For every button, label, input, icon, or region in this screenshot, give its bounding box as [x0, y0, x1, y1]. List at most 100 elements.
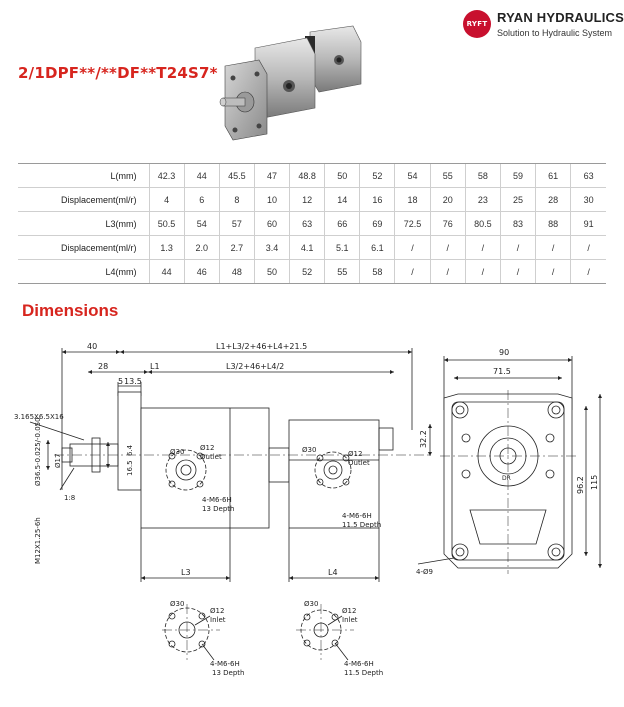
table-cell: / — [535, 235, 571, 260]
table-cell: 88 — [535, 211, 571, 236]
dim-shaft: Ø36.5-0.025/-0.050 — [34, 417, 42, 486]
side-view: 40 L1+L3/2+46+L4+21.5 28 L1 L3/2+46+L4/2… — [14, 342, 430, 582]
rear-d30: Ø30 — [302, 446, 316, 454]
side-32-2: 32.2 — [419, 430, 428, 448]
brand-name: RYAN HYDRAULICS — [497, 10, 624, 25]
inlet2-depth: 11.5 Depth — [344, 669, 383, 677]
table-cell: 14 — [324, 187, 360, 212]
table-cell: 60 — [253, 211, 290, 236]
table-cell: 52 — [289, 259, 325, 284]
table-cell: 91 — [570, 211, 606, 236]
dim-l1: L1 — [150, 362, 160, 371]
table-cell: 58 — [464, 163, 501, 188]
rear-outlet: Outlet — [348, 459, 370, 467]
table-cell: 48.8 — [289, 163, 325, 188]
dimension-drawing: 40 L1+L3/2+46+L4+21.5 28 L1 L3/2+46+L4/2… — [14, 342, 602, 677]
table-cell: / — [464, 259, 501, 284]
front-outlet: Outlet — [200, 453, 222, 461]
table-cell: 63 — [570, 163, 606, 188]
table-cell: / — [394, 235, 431, 260]
dim-13-5: 13.5 — [124, 377, 142, 386]
table-cell: 55 — [429, 163, 466, 188]
table-cell: 42.3 — [148, 163, 185, 188]
table-cell: 28 — [535, 187, 571, 212]
table-cell: 83 — [499, 211, 536, 236]
table-cell: / — [535, 259, 571, 284]
side-96-2: 96.2 — [576, 476, 585, 494]
table-cell: 72.5 — [394, 211, 431, 236]
table-cell: 8 — [218, 187, 255, 212]
table-cell: 23 — [464, 187, 501, 212]
inlet2-d12: Ø12 — [342, 607, 356, 615]
table-cell: 52 — [359, 163, 395, 188]
table-cell: 63 — [289, 211, 325, 236]
front-depth: 13 Depth — [202, 505, 234, 513]
inlet-detail-rear: Ø30 Ø12 Inlet 4-M6-6H 11.5 Depth — [296, 600, 383, 677]
front-view: 90 71.5 32.2 96.2 115 4-Ø9 DR — [416, 348, 602, 576]
table-cell: 1.3 — [148, 235, 185, 260]
logo-text: RYFT — [466, 20, 488, 28]
table-cell: 6.1 — [359, 235, 395, 260]
row-label: L(mm) — [18, 163, 149, 188]
table-cell: 25 — [499, 187, 536, 212]
table-cell: 66 — [324, 211, 360, 236]
dim-key: 3.165X6.5X16 — [14, 413, 64, 421]
dim-total: L1+L3/2+46+L4+21.5 — [216, 342, 307, 351]
table-cell: / — [499, 235, 536, 260]
table-cell: 61 — [535, 163, 571, 188]
model-code: 2/1DPF**/**DF**T24S7* — [18, 64, 218, 82]
table-cell: / — [570, 235, 606, 260]
table-cell: 50.5 — [148, 211, 185, 236]
table-cell: 45.5 — [218, 163, 255, 188]
table-cell: 57 — [218, 211, 255, 236]
front-d30: Ø30 — [170, 448, 184, 456]
table-cell: 47 — [253, 163, 290, 188]
inlet1-d12: Ø12 — [210, 607, 224, 615]
inlet1-d30: Ø30 — [170, 600, 184, 608]
dim-taper: 1:8 — [64, 494, 75, 502]
table-cell: 4 — [148, 187, 185, 212]
table-cell: 5.1 — [324, 235, 360, 260]
table-cell: 50 — [324, 163, 360, 188]
table-cell: 10 — [253, 187, 290, 212]
table-cell: / — [429, 259, 466, 284]
table-cell: 59 — [499, 163, 536, 188]
dim-thread: M12X1.25-6h — [34, 517, 42, 564]
table-cell: 44 — [148, 259, 185, 284]
rear-screw: 4-M6-6H — [342, 512, 372, 520]
table-cell: 2.7 — [218, 235, 255, 260]
table-cell: 54 — [183, 211, 220, 236]
table-cell: / — [429, 235, 466, 260]
dim-l4: L4 — [328, 568, 338, 577]
dim-6-4: 6.4 — [126, 444, 134, 456]
table-cell: 50 — [253, 259, 290, 284]
front-screw: 4-M6-6H — [202, 496, 232, 504]
side-115: 115 — [590, 475, 599, 490]
row-label: Displacement(ml/r) — [18, 187, 149, 212]
table-cell: 69 — [359, 211, 395, 236]
row-label: L4(mm) — [18, 259, 149, 284]
table-cell: 58 — [359, 259, 395, 284]
inlet-detail-front: Ø30 Ø12 Inlet 4-M6-6H 13 Depth — [162, 600, 244, 677]
table-cell: / — [499, 259, 536, 284]
table-cell: 55 — [324, 259, 360, 284]
row-label: Displacement(ml/r) — [18, 235, 149, 260]
table-cell: 46 — [183, 259, 220, 284]
dim-40: 40 — [87, 342, 97, 351]
table-cell: 44 — [183, 163, 220, 188]
table-cell: 18 — [394, 187, 431, 212]
table-cell: 4.1 — [289, 235, 325, 260]
table-cell: 80.5 — [464, 211, 501, 236]
dim-16-5: 16.5 — [126, 460, 134, 476]
inlet2-d30: Ø30 — [304, 600, 318, 608]
dim-17: Ø17 — [54, 454, 62, 468]
inlet1-label: Inlet — [210, 616, 226, 624]
inlet2-label: Inlet — [342, 616, 358, 624]
table-cell: 48 — [218, 259, 255, 284]
table-cell: / — [570, 259, 606, 284]
table-cell: 2.0 — [183, 235, 220, 260]
